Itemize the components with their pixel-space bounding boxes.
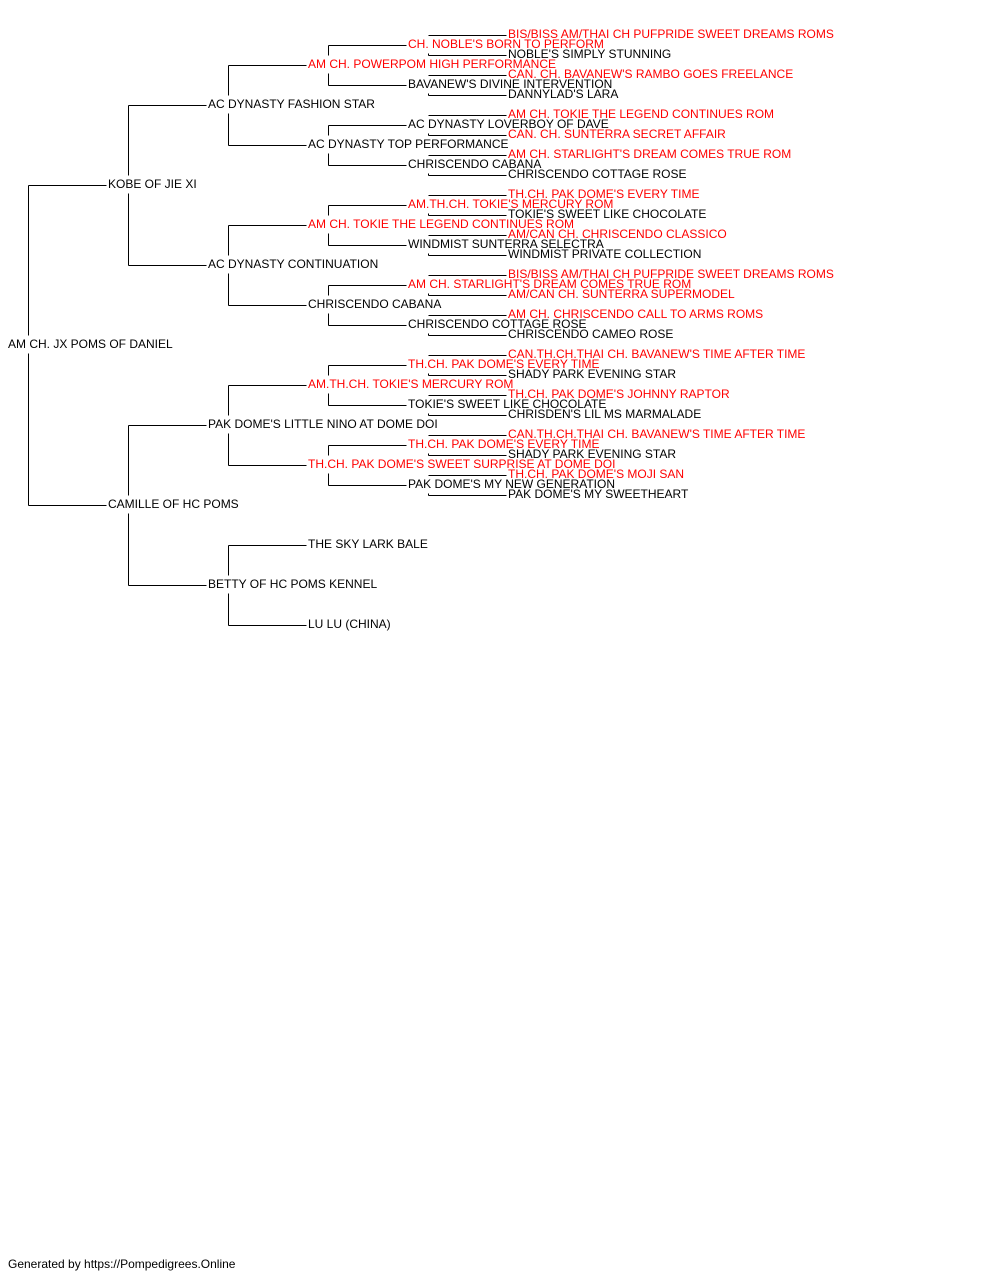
dog-name-gen5: PAK DOME'S MY SWEETHEART [508, 487, 689, 501]
dog-name-gen5: TH.CH. PAK DOME'S JOHNNY RAPTOR [508, 387, 730, 401]
dog-name-gen3: AM CH. POWERPOM HIGH PERFORMANCE [308, 57, 557, 71]
dog-name-gen5: TH.CH. PAK DOME'S EVERY TIME [508, 187, 700, 201]
dog-name-gen4: PAK DOME'S MY NEW GENERATION [408, 477, 615, 491]
dog-name-gen5: CAN.TH.CH.THAI CH. BAVANEW'S TIME AFTER … [508, 427, 806, 441]
dog-name-gen5: CAN. CH. SUNTERRA SECRET AFFAIR [508, 127, 726, 141]
dog-name-gen5: BIS/BISS AM/THAI CH PUFPRIDE SWEET DREAM… [508, 267, 834, 281]
dog-name-gen5: AM CH. STARLIGHT'S DREAM COMES TRUE ROM [508, 147, 792, 161]
dog-name-gen1: CAMILLE OF HC POMS [108, 497, 239, 511]
dog-name-gen5: CAN.TH.CH.THAI CH. BAVANEW'S TIME AFTER … [508, 347, 806, 361]
dog-name-gen4: WINDMIST SUNTERRA SELECTRA [408, 237, 604, 251]
dog-name-gen2: PAK DOME'S LITTLE NINO AT DOME DOI [208, 417, 438, 431]
dog-name-gen5: BIS/BISS AM/THAI CH PUFPRIDE SWEET DREAM… [508, 27, 834, 41]
dog-name-gen3: AM.TH.CH. TOKIE'S MERCURY ROM [308, 377, 514, 391]
dog-name-gen5: DANNYLAD'S LARA [508, 87, 619, 101]
dog-name-gen5: AM/CAN CH. SUNTERRA SUPERMODEL [508, 287, 735, 301]
dog-name-gen5: AM CH. CHRISCENDO CALL TO ARMS ROMS [508, 307, 764, 321]
dog-name-gen5: TH.CH. PAK DOME'S MOJI SAN [508, 467, 685, 481]
dog-name-gen5: CHRISCENDO COTTAGE ROSE [508, 167, 687, 181]
dog-name-gen2: AC DYNASTY FASHION STAR [208, 97, 375, 111]
footer-credit: Generated by https://Pompedigrees.Online [8, 1257, 236, 1271]
dog-name-gen4: AM CH. STARLIGHT'S DREAM COMES TRUE ROM [408, 277, 692, 291]
dog-name-gen3: TH.CH. PAK DOME'S SWEET SURPRISE AT DOME… [308, 457, 616, 471]
dog-name-gen4: AM.TH.CH. TOKIE'S MERCURY ROM [408, 197, 614, 211]
dog-name-gen3: CHRISCENDO CABANA [308, 297, 442, 311]
dog-name-gen4: TH.CH. PAK DOME'S EVERY TIME [408, 437, 600, 451]
dog-name-gen0: AM CH. JX POMS OF DANIEL [8, 337, 173, 351]
dog-name-gen5: SHADY PARK EVENING STAR [508, 367, 677, 381]
dog-name-gen4: CHRISCENDO COTTAGE ROSE [408, 317, 587, 331]
dog-name-gen5: SHADY PARK EVENING STAR [508, 447, 677, 461]
dog-name-gen2: BETTY OF HC POMS KENNEL [208, 577, 378, 591]
dog-name-gen5: AM CH. TOKIE THE LEGEND CONTINUES ROM [508, 107, 775, 121]
dog-name-gen5: CHRISDEN'S LIL MS MARMALADE [508, 407, 702, 421]
dog-name-gen4: CHRISCENDO CABANA [408, 157, 542, 171]
dog-name-gen3: THE SKY LARK BALE [308, 537, 428, 551]
dog-name-gen4: AC DYNASTY LOVERBOY OF DAVE [408, 117, 609, 131]
dog-name-gen5: CHRISCENDO CAMEO ROSE [508, 327, 674, 341]
dog-name-gen5: AM/CAN CH. CHRISCENDO CLASSICO [508, 227, 727, 241]
dog-name-gen5: WINDMIST PRIVATE COLLECTION [508, 247, 702, 261]
dog-name-gen4: TH.CH. PAK DOME'S EVERY TIME [408, 357, 600, 371]
dog-name-gen3: AC DYNASTY TOP PERFORMANCE [308, 137, 509, 151]
dog-name-gen5: TOKIE'S SWEET LIKE CHOCOLATE [508, 207, 707, 221]
dog-name-gen1: KOBE OF JIE XI [108, 177, 197, 191]
dog-name-gen4: CH. NOBLE'S BORN TO PERFORM [408, 37, 604, 51]
dog-name-gen3: LU LU (CHINA) [308, 617, 391, 631]
dog-name-gen3: AM CH. TOKIE THE LEGEND CONTINUES ROM [308, 217, 575, 231]
dog-name-gen4: BAVANEW'S DIVINE INTERVENTION [408, 77, 613, 91]
dog-name-gen4: TOKIE'S SWEET LIKE CHOCOLATE [408, 397, 607, 411]
dog-name-gen5: CAN. CH. BAVANEW'S RAMBO GOES FREELANCE [508, 67, 794, 81]
dog-name-gen2: AC DYNASTY CONTINUATION [208, 257, 379, 271]
dog-name-gen5: NOBLE'S SIMPLY STUNNING [508, 47, 672, 61]
